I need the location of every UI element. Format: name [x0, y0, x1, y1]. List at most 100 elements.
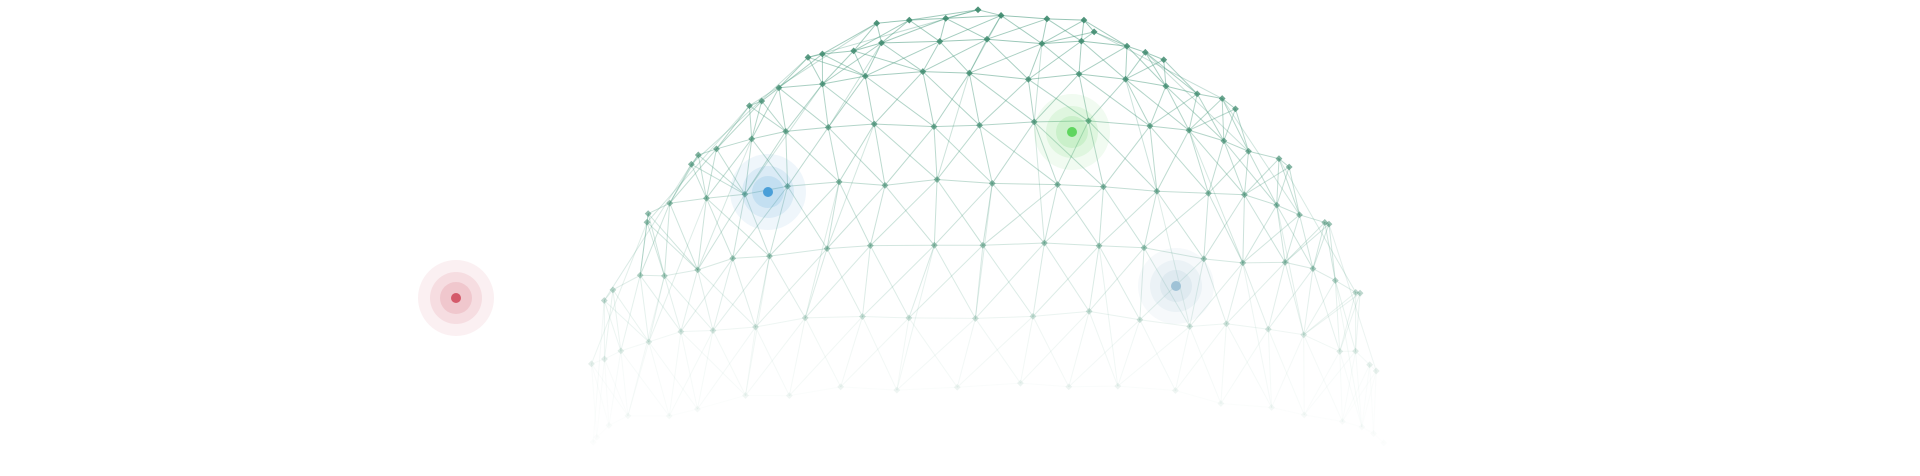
- mesh-line: [939, 18, 947, 42]
- mesh-line: [1032, 310, 1090, 317]
- mesh-line: [991, 183, 1045, 244]
- mesh-line: [1125, 78, 1151, 127]
- mesh-line: [1188, 93, 1198, 131]
- mesh-line: [822, 53, 866, 77]
- mesh-line: [1271, 334, 1305, 408]
- mesh-line: [664, 269, 698, 277]
- mesh-node: [601, 355, 608, 363]
- mesh-line: [853, 22, 878, 52]
- mesh-line: [804, 245, 871, 319]
- mesh-line: [821, 83, 829, 128]
- mesh-line: [822, 83, 875, 125]
- mesh-line: [669, 148, 717, 204]
- mesh-line: [680, 258, 734, 332]
- mesh-line: [769, 255, 806, 319]
- mesh-line: [975, 318, 1021, 384]
- mesh-line: [712, 330, 746, 396]
- mesh-line: [874, 123, 935, 128]
- mesh-node: [1268, 404, 1275, 411]
- mesh-line: [732, 255, 770, 259]
- mesh-line: [1188, 98, 1223, 131]
- mesh-line: [982, 245, 1034, 317]
- mesh-line: [745, 317, 806, 396]
- mesh-lines: [590, 9, 1385, 444]
- mesh-line: [827, 245, 871, 250]
- mesh-line: [827, 42, 882, 128]
- mesh-line: [1041, 19, 1085, 45]
- mesh-line: [1044, 242, 1100, 247]
- mesh-line: [869, 245, 910, 319]
- mesh-line: [590, 222, 648, 365]
- mesh-line: [680, 330, 713, 333]
- mesh-line: [956, 318, 976, 388]
- mesh-line: [1041, 18, 1048, 44]
- mesh-node: [861, 72, 869, 80]
- mesh-line: [933, 126, 993, 184]
- mesh-line: [1284, 262, 1305, 335]
- mesh-line: [1188, 130, 1244, 264]
- mesh-line: [884, 126, 935, 186]
- mesh-line: [957, 382, 1021, 388]
- mesh-line: [881, 19, 910, 44]
- mesh-line: [1088, 311, 1119, 387]
- mesh-line: [969, 43, 1043, 74]
- mesh-node: [588, 360, 595, 368]
- mesh-node: [1338, 418, 1346, 425]
- mesh-line: [1099, 245, 1145, 249]
- mesh-line: [1057, 184, 1104, 188]
- mesh-line: [986, 38, 1042, 45]
- mesh-line: [977, 9, 1002, 16]
- mesh-line: [732, 258, 756, 328]
- mesh-line: [1057, 184, 1100, 247]
- mesh-line: [1303, 334, 1340, 352]
- mesh-line: [828, 123, 875, 128]
- mesh-line: [1103, 186, 1157, 192]
- mesh-line: [663, 275, 682, 332]
- blue-pulse-marker: [730, 154, 806, 230]
- mesh-node: [694, 405, 701, 413]
- mesh-line: [1156, 190, 1209, 194]
- mesh-line: [862, 316, 909, 319]
- mesh-line: [620, 341, 649, 352]
- green-pulse-marker: [1034, 94, 1110, 170]
- mesh-line: [908, 244, 984, 319]
- mesh-line: [778, 87, 787, 132]
- mesh-line: [839, 181, 886, 186]
- mesh-line: [864, 76, 875, 125]
- mesh-line: [804, 317, 842, 388]
- mesh-line: [1149, 125, 1209, 194]
- mesh-line: [748, 105, 753, 139]
- mesh-line: [1220, 323, 1227, 404]
- mesh-line: [861, 245, 871, 317]
- mesh-line: [1089, 310, 1140, 321]
- mesh-line: [805, 316, 863, 319]
- mesh-line: [1242, 262, 1269, 330]
- mesh-line: [1361, 364, 1371, 428]
- mesh-line: [1098, 186, 1104, 246]
- mesh-line: [873, 71, 924, 125]
- mesh-line: [838, 181, 871, 246]
- mesh-line: [804, 248, 828, 319]
- mesh-line: [1339, 351, 1343, 422]
- mesh-line: [751, 130, 786, 140]
- mesh-node: [1217, 400, 1225, 407]
- pulse-markers: [418, 94, 1214, 336]
- mesh-line: [884, 185, 935, 246]
- mesh-line: [668, 330, 714, 417]
- mesh-line: [1117, 385, 1176, 392]
- mesh-line: [933, 245, 976, 319]
- mesh-line: [1203, 258, 1243, 264]
- mesh-line: [1041, 43, 1080, 75]
- mesh-line: [1098, 245, 1141, 320]
- mesh-line: [896, 386, 958, 391]
- mesh-line: [1242, 261, 1286, 264]
- mesh-line: [1242, 262, 1273, 408]
- mesh-line: [716, 105, 750, 150]
- mesh-line: [908, 317, 958, 388]
- mesh-line: [1028, 40, 1082, 80]
- mesh-line: [620, 275, 641, 352]
- mesh-line: [648, 331, 682, 343]
- mesh-node: [1356, 289, 1364, 297]
- mesh-line: [712, 326, 756, 332]
